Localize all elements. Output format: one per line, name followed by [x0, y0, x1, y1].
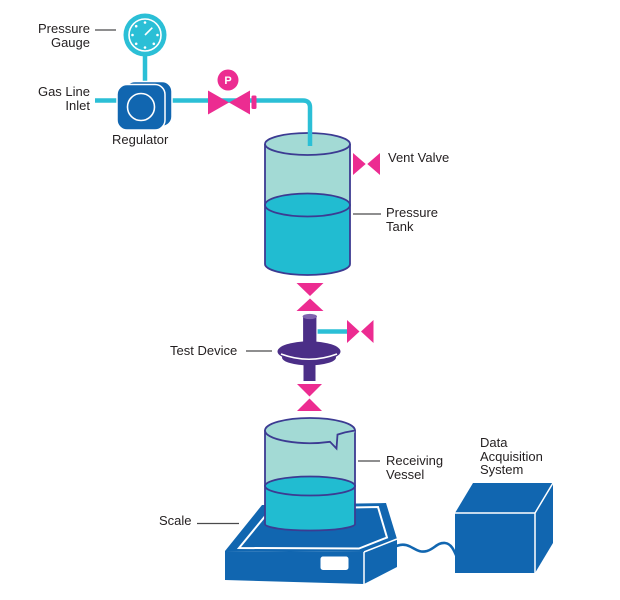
- pressure-gauge-icon: [123, 13, 167, 57]
- tank-outlet-valve-icon: [296, 283, 324, 311]
- pressure-tank-label: Pressure Tank: [386, 205, 439, 234]
- pressure-gauge-label: Pressure Gauge: [37, 21, 90, 50]
- p-valve-icon: P: [208, 69, 257, 115]
- vessel-inlet-valve-icon: [297, 384, 322, 411]
- daq-front-face: [455, 513, 535, 573]
- beaker-outline: [264, 430, 356, 532]
- receiving-vessel-label: Receiving Vessel: [386, 453, 444, 482]
- scale-label: Scale: [159, 513, 192, 528]
- beaker-rim-fill: [265, 418, 355, 443]
- test-device-icon: [277, 313, 374, 381]
- test-device-seam: [280, 353, 338, 361]
- gauge-tick-dots: [131, 21, 159, 49]
- pressure-tank-icon: [264, 132, 351, 276]
- data-acquisition-system-label: Data Acquisition System: [480, 435, 543, 477]
- p-valve-cap: [251, 95, 257, 109]
- p-valve-bowtie: [208, 90, 250, 115]
- tank-liquid-surface: [264, 192, 351, 218]
- scale-daq-cable: [388, 541, 459, 558]
- scale-edge-lines: [363, 538, 398, 584]
- regulator-front-plate: [116, 83, 166, 131]
- receiving-vessel-icon: [264, 417, 356, 532]
- label-pointer-lines: [95, 29, 381, 525]
- regulator-icon: [116, 80, 173, 131]
- gas-line-pipe: [95, 98, 313, 146]
- test-device-stem-top: [302, 313, 317, 320]
- vent-valve-label: Vent Valve: [388, 150, 450, 165]
- test-device-side-valve: [347, 320, 374, 343]
- tank-top-ellipse: [264, 132, 351, 156]
- tank-liquid: [265, 205, 350, 275]
- daq-edge-lines: [455, 482, 554, 573]
- beaker-rim-outline: [264, 417, 356, 451]
- regulator-knob-ring: [126, 92, 156, 122]
- beaker-liquid-surface: [264, 475, 356, 497]
- beaker-liquid: [265, 486, 355, 531]
- vent-valve-icon: [353, 153, 380, 175]
- p-valve-letter: P: [224, 75, 231, 87]
- test-device-disc-bottom: [282, 349, 336, 366]
- gauge-face-ring: [128, 18, 162, 52]
- gas-line-inlet-label: Gas Line Inlet: [37, 84, 90, 113]
- daq-top-face: [455, 483, 553, 513]
- gauge-needle: [144, 27, 153, 36]
- scale-right-face: [364, 539, 397, 584]
- regulator-label: Regulator: [112, 132, 169, 147]
- data-acquisition-system-icon: [455, 482, 554, 573]
- p-valve-badge: [217, 69, 239, 91]
- scale-display: [320, 556, 349, 570]
- test-device-label: Test Device: [170, 343, 238, 358]
- tank-outline: [264, 144, 351, 276]
- test-device-lower-stem: [303, 364, 316, 381]
